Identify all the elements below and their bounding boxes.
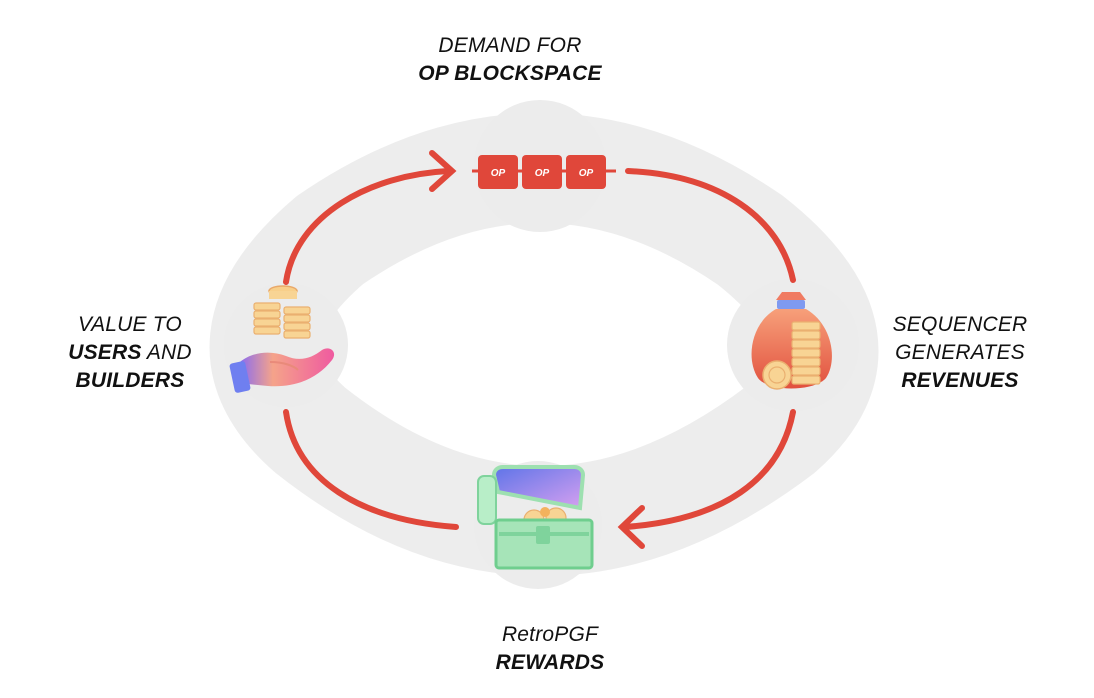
label-left-line3: BUILDERS — [75, 369, 185, 392]
label-demand-for-op-blockspace: DEMAND FOR OP BLOCKSPACE — [330, 32, 690, 88]
label-left-line2-bold: USERS — [68, 341, 142, 364]
op-block-label: OP — [491, 168, 506, 179]
label-right-line2: GENERATES — [895, 341, 1025, 364]
label-bottom-line1: RetroPGF — [501, 623, 599, 646]
hand-holding-coins-icon — [229, 285, 335, 393]
op-block-label: OP — [535, 168, 550, 179]
op-block: OP — [522, 155, 562, 189]
op-block: OP — [566, 155, 606, 189]
op-block: OP — [478, 155, 518, 189]
label-top-line2: OP BLOCKSPACE — [418, 62, 602, 85]
arrowhead-top — [429, 150, 457, 192]
label-top-line1: DEMAND FOR — [438, 34, 582, 57]
label-value-to-users: VALUE TO USERS AND BUILDERS — [30, 311, 230, 395]
op-blockchain-icon: OP OP OP — [472, 155, 616, 189]
money-bag-coins-icon — [751, 292, 832, 390]
treasure-chest-icon — [477, 465, 594, 570]
label-sequencer-revenues: SEQUENCER GENERATES REVENUES — [855, 311, 1065, 395]
label-bottom-line2: REWARDS — [495, 651, 605, 674]
label-right-line3: REVENUES — [901, 369, 1019, 392]
arrow-left-to-top — [283, 168, 451, 285]
arrow-right-to-bottom — [622, 409, 796, 530]
arrow-bottom-to-left — [283, 409, 459, 530]
cycle-arrows — [283, 150, 796, 549]
arrowhead-bottom — [617, 505, 645, 549]
label-left-line2-rest: AND — [141, 341, 192, 364]
label-right-line1: SEQUENCER — [892, 313, 1028, 336]
arrow-top-to-right — [625, 168, 796, 283]
label-left-line1: VALUE TO — [78, 313, 182, 336]
label-retropgf-rewards: RetroPGF REWARDS — [430, 621, 670, 677]
op-block-label: OP — [579, 168, 594, 179]
